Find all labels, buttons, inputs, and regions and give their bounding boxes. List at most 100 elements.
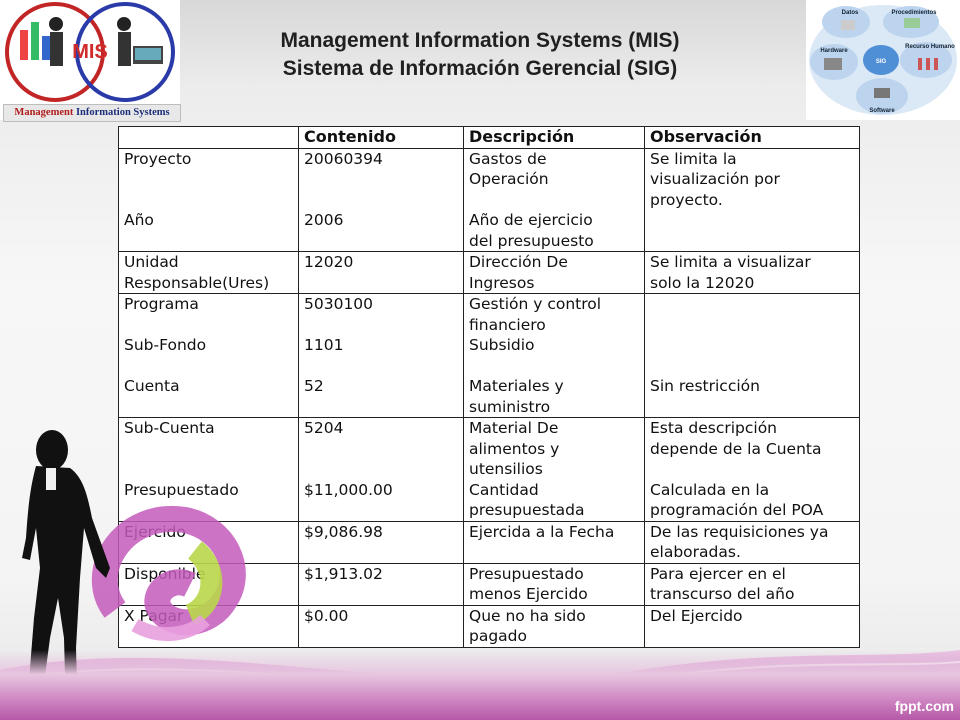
cell-contenido: 12020 — [298, 251, 464, 294]
cell-line — [124, 356, 293, 377]
cell-line: Programa — [124, 295, 199, 313]
cell-line — [304, 169, 458, 190]
cell-line: alimentos y — [469, 439, 560, 458]
cell-line — [469, 190, 639, 211]
cell-line: Gastos de — [469, 149, 547, 168]
cell-line: Año de ejercicio — [469, 211, 593, 229]
cell-line: 52 — [304, 377, 324, 395]
cell-line: Sub-Cuenta — [124, 419, 215, 437]
sig-node-software: Software — [869, 108, 895, 114]
cell-line — [124, 169, 293, 190]
cell-line — [304, 190, 458, 211]
cell-line — [650, 231, 854, 252]
cell-line — [469, 542, 639, 563]
cell-contenido: 5204 $11,000.00 — [298, 417, 464, 522]
cell-line: De las requisiciones ya — [650, 522, 829, 541]
sig-diagram-graphic: SIG Datos Procedimientos Recurso Humano … — [809, 5, 957, 115]
cell-line: visualización por — [650, 170, 780, 188]
cell-line — [304, 584, 458, 605]
cell-line: Año — [124, 211, 154, 229]
cell-line — [304, 500, 458, 521]
cell-line: Sub-Fondo — [124, 336, 207, 354]
cell-line: Presupuestado — [469, 564, 584, 583]
cell-line — [304, 315, 458, 336]
cell-line: Ejercida a la Fecha — [469, 522, 615, 541]
cell-line: Material De — [469, 419, 559, 437]
sig-node-datos: Datos — [842, 10, 859, 16]
cell-line: Gestión y control — [469, 295, 602, 313]
budget-table-wrap: Contenido Descripción Observación Proyec… — [118, 126, 860, 648]
title-line-1: Management Information Systems (MIS) — [280, 29, 680, 52]
mis-caption-a: Management — [14, 107, 74, 118]
cell-line — [124, 190, 293, 211]
cell-line: transcurso del año — [650, 585, 795, 603]
mis-caption-b: Information Systems — [73, 107, 170, 118]
cell-line — [650, 294, 854, 315]
cell-line: Cuenta — [124, 377, 180, 395]
cell-line: presupuestada — [469, 501, 585, 519]
cell-line: Sin restricción — [650, 377, 760, 395]
cell-line — [304, 626, 458, 647]
cell-observacion: Del Ejercido — [644, 604, 860, 648]
cell-contenido: $9,086.98 — [298, 520, 464, 564]
cell-line: elaboradas. — [650, 543, 741, 561]
cell-line: Que no ha sido — [469, 606, 586, 625]
cell-line: 1101 — [304, 336, 344, 354]
cell-line — [650, 397, 854, 418]
cell-line — [650, 315, 854, 336]
cell-line — [124, 397, 293, 418]
cell-line: Presupuestado — [124, 480, 239, 499]
table-header-row: Contenido Descripción Observación — [118, 126, 860, 149]
cell-line: Calculada en la — [650, 480, 770, 499]
header-descripcion: Descripción — [463, 126, 645, 149]
cell-observacion: Sin restricción — [644, 293, 860, 418]
cell-line: Responsable(Ures) — [124, 273, 270, 292]
cell-line — [304, 459, 458, 480]
sig-node-hardware: Hardware — [820, 48, 848, 54]
cell-line: programación del POA — [650, 501, 824, 519]
cell-line: $11,000.00 — [304, 480, 393, 499]
cell-line: menos Ejercido — [469, 585, 588, 603]
cell-line — [304, 356, 458, 377]
cell-descripcion: Presupuestado menos Ejercido — [463, 562, 645, 606]
cell-line: utensilios — [469, 460, 543, 478]
cell-line — [304, 397, 458, 418]
cell-line: Cantidad — [469, 480, 539, 499]
cell-line — [304, 231, 458, 252]
cell-line: Del Ejercido — [650, 606, 743, 625]
cell-line — [124, 315, 293, 336]
cell-line: Ingresos — [469, 273, 535, 292]
cell-contenido: $0.00 — [298, 604, 464, 648]
cell-line — [650, 626, 854, 647]
cell-line: Operación — [469, 170, 549, 188]
footer-band — [0, 650, 960, 720]
cell-line: $1,913.02 — [304, 564, 383, 583]
header-contenido: Contenido — [298, 126, 464, 149]
sig-center-label: SIG — [876, 59, 887, 65]
cell-line: Esta descripción — [650, 419, 777, 437]
cell-line — [304, 273, 458, 294]
sig-node-procedimientos: Procedimientos — [891, 10, 937, 16]
cell-line: Subsidio — [469, 336, 535, 354]
sig-diagram: SIG Datos Procedimientos Recurso Humano … — [806, 0, 960, 120]
brand-footer: fppt.com — [894, 698, 954, 714]
cell-line — [650, 356, 854, 377]
cell-line: Unidad — [124, 253, 179, 271]
cell-line: Se limita la — [650, 149, 737, 168]
cell-line: 5204 — [304, 419, 344, 437]
cell-line: proyecto. — [650, 190, 723, 209]
title-line-2: Sistema de Información Gerencial (SIG) — [282, 57, 678, 80]
